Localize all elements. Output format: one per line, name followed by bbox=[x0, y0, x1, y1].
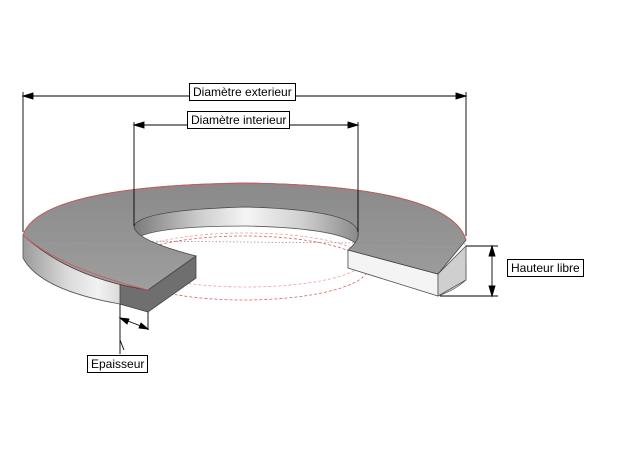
free-height-label: Hauteur libre bbox=[507, 259, 584, 277]
top-front-edge bbox=[22, 234, 149, 291]
top-outer-edge bbox=[22, 182, 467, 241]
center-line bbox=[22, 239, 467, 245]
thickness-label: Epaisseur bbox=[87, 355, 149, 373]
thickness-dimension bbox=[118, 304, 150, 354]
outer-side-right-edge bbox=[437, 245, 467, 297]
outer-diameter-label: Diamètre exterieur bbox=[189, 83, 296, 101]
inner-diameter-label: Diamètre interieur bbox=[187, 111, 291, 129]
free-height-dimension bbox=[440, 244, 498, 298]
